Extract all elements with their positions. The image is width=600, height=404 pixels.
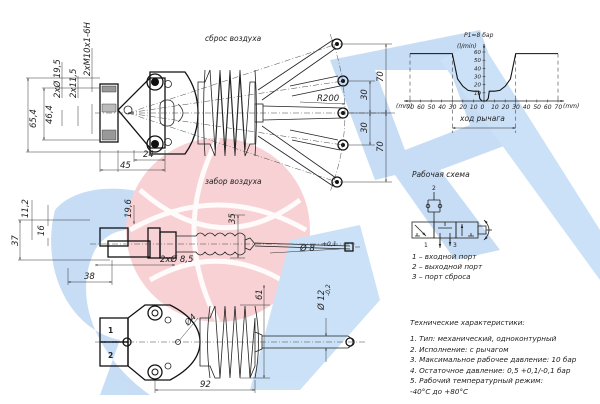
spec-item: 1. Тип: механический, одноконтурный [410,334,557,343]
chart-x-tick-label: 70 [555,104,563,111]
mount-hole-bottom [146,135,164,153]
chart-x-tick-label: 30 [512,104,520,111]
dim-19-6: 19,6 [124,198,134,218]
watermark-letter-s [51,188,176,395]
dim-70-bottom: 70 [376,141,386,152]
dim-pin-tol: +0,1 [322,241,337,248]
dim-30-top: 30 [360,89,370,100]
schema-legend-item: 1 – входной порт [412,252,477,261]
working-schema: Рабочая схема 2 1 3 [411,170,492,249]
dim-46-4: 46,4 [45,105,55,124]
dim-16: 16 [37,225,47,236]
dim-11-2: 11,2 [21,199,31,218]
port-1-label: 1 [108,326,113,335]
bottom-lever [262,335,348,349]
dim-mount-holes: 2xØ 8,5 [160,254,193,265]
dim-rod-tol: -0,2 [325,284,332,296]
schema-legend-item: 3 – порт сброса [412,272,471,282]
chart-x-tick-label: 10 [470,104,478,111]
top-view: 65,4 46,4 2xØ 19,5 2x11,5 2xM10x1-6H 24 … [26,21,395,193]
port-2-label: 2 [108,351,113,360]
dim-hole-dia: 2xØ 19,5 [52,59,63,98]
dim-61: 61 [255,289,265,300]
spec-item: 3. Максимальное рабочее давление: 10 бар [410,355,577,364]
chart-y-tick-label: 40 [474,66,481,72]
dim-rod-dia: Ø 12 [316,290,327,311]
chart-x-tick-label: 70 [407,104,415,111]
dim-30-bottom: 30 [360,122,370,133]
chart-y-tick-label: 60 [474,50,481,56]
chart-x-tick-label: 60 [417,104,425,111]
chart-x-tick-label: 0 [481,104,485,111]
label-intake: забор воздуха [205,177,262,186]
watermark [51,30,600,395]
lever-arm [262,105,344,121]
chart-x-range-label: ход рычага [459,114,505,123]
dim-45: 45 [120,161,131,171]
flow-chart: P1=8 бар (l/min) (mm) (mm) ход рычага 70… [396,32,579,133]
pivot-bolt [123,105,133,115]
specs-list: 1. Тип: механический, одноконтурный 2. И… [410,334,576,397]
side-lever [254,242,351,250]
watermark-globe [126,138,310,322]
side-bellows [175,232,246,256]
chart-x-tick-label: 50 [533,104,541,111]
specs-title: Технические характеристики: [410,318,525,327]
dim-pin-dia: Ø 8 [299,243,315,254]
dim-92: 92 [200,380,211,390]
chart-x-tick-label: 40 [438,104,446,111]
chart-x-tick-label: 30 [449,104,457,111]
schema-port-3: 3 [453,242,457,249]
chart-y-tick-label: 30 [474,75,481,81]
watermark-globe-lines [128,136,308,324]
schema-title: Рабочая схема [412,170,470,179]
dim-thread: 2xM10x1-6H [83,21,93,76]
watermark-letter-p [250,225,380,390]
schema-legend-item: 2 – выходной порт [412,262,483,272]
dim-port-size: 2x11,5 [69,69,79,98]
spec-item: 2. Исполнение: с рычагом [410,344,509,354]
chart-x-tick-label: 20 [459,104,467,111]
dim-37: 37 [11,235,21,246]
chart-xlabel-right: (mm) [563,103,579,110]
chart-x-tick-label: 40 [523,104,531,111]
spec-item: 4. Остаточное давление: 0,5 +0,1/-0,1 ба… [410,365,571,375]
dim-35: 35 [228,213,238,224]
dim-70-top: 70 [376,71,386,82]
dim-38: 38 [84,272,95,282]
schema-legend: 1 – входной порт 2 – выходной порт 3 – п… [412,252,482,283]
chart-x-tick-label: 50 [428,104,436,111]
schema-port-1: 1 [424,242,428,249]
chart-y-tick-label: 50 [474,58,481,64]
spec-item: 5. Рабочий температурный режим: [410,376,544,385]
chart-y-tick-label: 20 [474,83,481,89]
side-view: 11,2 16 37 19,6 35 2xØ 8,5 38 Ø 8 +0,1 [11,198,360,285]
chart-series-line-flow [410,53,558,102]
chart-series [410,53,558,102]
chart-xlabel-left: (mm) [396,103,412,110]
chart-title: P1=8 бар [464,32,494,39]
spec-item: -40°С до +80°С [410,386,469,396]
chart-x-tick-label: 20 [502,104,510,111]
label-exhaust: сброс воздуха [205,34,262,43]
bottom-view: 1 2 61 Ø4 92 Ø 12 -0,2 [95,284,365,393]
chart-x-tick-label: 10 [491,104,499,111]
chart-y-tick-label: 10 [474,91,481,97]
dim-24: 24 [143,150,154,160]
dim-65-4: 65,4 [29,109,39,128]
chart-x-tick-label: 60 [544,104,552,111]
mount-hole-top [146,73,164,91]
port-connector [99,227,129,247]
bellows [197,69,256,157]
schema-port-2: 2 [432,185,436,192]
bottom-bellows [199,305,256,379]
dim-radius: R200 [317,94,339,104]
chart-ylabel: (l/min) [457,43,477,50]
